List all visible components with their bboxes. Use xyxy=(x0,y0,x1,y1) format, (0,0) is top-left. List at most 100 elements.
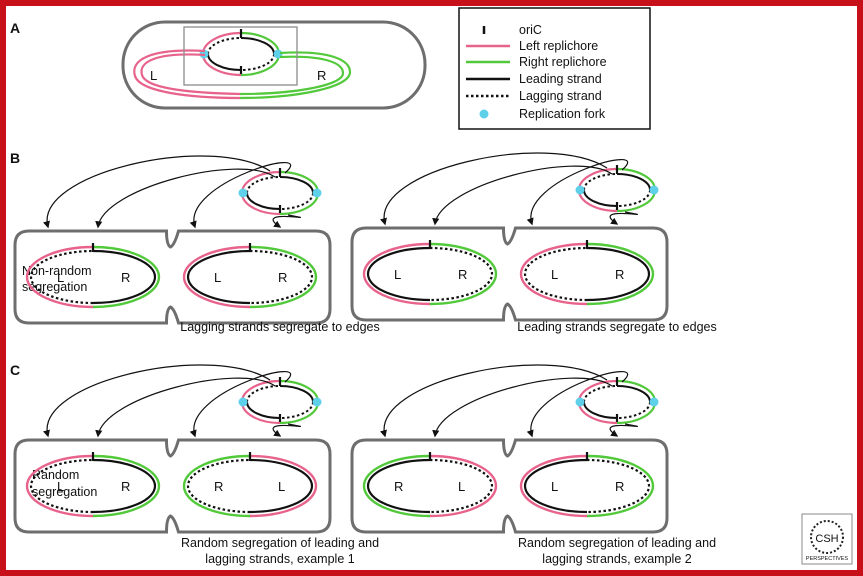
daughter-label-right: R xyxy=(458,267,467,282)
legend-label-right: Right replichore xyxy=(519,55,607,69)
row-b-caption-1: Lagging strands segregate to edges xyxy=(180,320,379,334)
leading-strand xyxy=(616,173,651,191)
segregation-arrow xyxy=(380,364,608,438)
replichore-strand-right-half xyxy=(586,242,655,306)
right-replichore-strand xyxy=(239,55,345,96)
dividing-cell-outline xyxy=(13,438,332,534)
left-replichore-strand xyxy=(577,379,618,403)
replication-fork-icon xyxy=(238,188,248,198)
row-c-side-label-1: Random xyxy=(32,468,79,482)
panel-b-label: B xyxy=(10,150,20,166)
lagging-strand xyxy=(186,458,251,514)
leading-strand xyxy=(186,249,251,305)
logo-text-csh: CSH xyxy=(815,533,838,545)
daughter-label-left: R xyxy=(394,479,403,494)
lagging-strand xyxy=(583,385,618,403)
leading-strand xyxy=(616,385,651,403)
replichore-strand-right-half xyxy=(249,454,318,518)
replichore-strand-right-half xyxy=(429,242,498,306)
segregation-arrow xyxy=(609,423,639,437)
daughter-label-right: L xyxy=(458,479,465,494)
lagging-strand xyxy=(246,385,281,403)
leading-strand xyxy=(246,401,281,419)
lagging-strand xyxy=(523,246,588,302)
right-replichore-strand xyxy=(240,53,281,77)
lagging-strand xyxy=(429,246,494,302)
dividing-cell-outline xyxy=(13,229,332,325)
lagging-strand xyxy=(240,53,275,71)
legend-label-fork: Replication fork xyxy=(519,107,606,121)
leading-strand xyxy=(92,458,157,514)
replication-fork-icon xyxy=(312,188,322,198)
segregation-arrow xyxy=(95,168,276,229)
replichore-strand-left-half xyxy=(362,454,431,518)
lagging-strand xyxy=(616,401,651,419)
replication-fork-icon xyxy=(649,185,659,195)
replichore-strand-right-half xyxy=(249,245,318,309)
segregation-arrow xyxy=(526,370,629,438)
leading-strand xyxy=(583,401,618,419)
replichore-strand-right-half xyxy=(92,454,161,518)
replication-fork-icon xyxy=(238,397,248,407)
replichore-strand-right-half xyxy=(92,245,161,309)
daughter-label-right: L xyxy=(278,479,285,494)
panel-a-label: A xyxy=(10,20,20,36)
replichore-strand-left-half xyxy=(519,454,588,518)
right-replichore-strand xyxy=(616,189,657,213)
replichore-strand-left-half xyxy=(25,245,94,309)
segregation-arrow xyxy=(95,377,276,438)
segregation-arrow xyxy=(189,370,292,438)
replication-fork-icon xyxy=(575,185,585,195)
replicating-chromosome xyxy=(199,29,283,77)
segregation-arrow xyxy=(380,152,608,226)
replichore-strand-right-half xyxy=(586,454,655,518)
zoom-box xyxy=(183,26,298,86)
replichore-strand-left-half xyxy=(182,454,251,518)
leading-strand xyxy=(246,192,281,210)
segregation-arrow xyxy=(432,377,613,438)
segregation-arrow xyxy=(43,364,271,438)
legend-label-oric: oriC xyxy=(519,23,542,37)
lagging-strand xyxy=(429,458,494,514)
lagging-strand xyxy=(29,249,94,305)
replication-fork-icon xyxy=(575,397,585,407)
left-replichore-strand xyxy=(577,167,618,191)
legend: oriC Left replichore Right replichore Le… xyxy=(458,7,651,130)
lagging-strand xyxy=(249,249,314,305)
daughter-label-left: L xyxy=(551,267,558,282)
row-c-caption-2b: lagging strands, example 2 xyxy=(542,552,691,566)
daughter-label-left: R xyxy=(214,479,223,494)
panel-a-left-label: L xyxy=(150,68,157,83)
replichore-strand-left-half xyxy=(362,242,431,306)
daughter-label-right: R xyxy=(121,270,130,285)
lagging-strand xyxy=(586,458,651,514)
segregation-arrow xyxy=(609,211,639,225)
left-replichore-strand xyxy=(240,170,281,194)
segregation-arrow xyxy=(189,161,292,229)
right-replichore-strand xyxy=(279,401,320,425)
right-replichore-strand xyxy=(616,401,657,425)
replication-fork-icon xyxy=(479,109,489,119)
daughter-label-left: L xyxy=(214,270,221,285)
right-replichore-strand xyxy=(239,51,352,100)
leading-strand xyxy=(249,458,314,514)
lagging-strand xyxy=(29,458,94,514)
lagging-strand xyxy=(207,37,242,55)
legend-label-left: Left replichore xyxy=(519,39,598,53)
dividing-cell-outline xyxy=(350,226,669,322)
leading-strand xyxy=(366,246,431,302)
row-c-side-label-2: segregation xyxy=(32,485,97,499)
lagging-strand xyxy=(616,189,651,207)
lagging-strand xyxy=(279,401,314,419)
right-replichore-strand xyxy=(279,192,320,216)
legend-box xyxy=(458,7,651,130)
leading-strand xyxy=(366,458,431,514)
leading-strand xyxy=(92,249,157,305)
segregation-arrow xyxy=(272,423,302,437)
lagging-strand xyxy=(583,173,618,191)
leading-strand xyxy=(583,189,618,207)
panel-c-label: C xyxy=(10,362,20,378)
